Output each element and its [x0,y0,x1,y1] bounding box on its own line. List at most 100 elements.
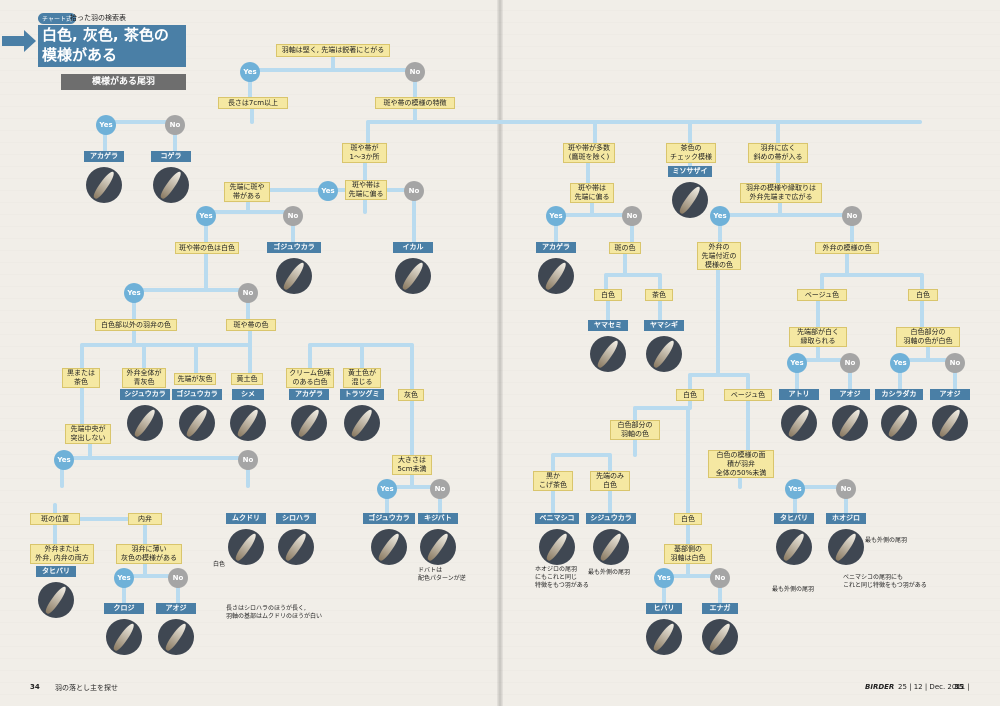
feather-icon [158,169,184,201]
bird-name-label: ゴジュウカラ [267,242,321,253]
feather-icon [651,621,677,653]
feather-photo [420,529,456,565]
bird-name-label: アカゲラ [536,242,576,253]
question-node: ベージュ色 [724,389,772,401]
feather-photo [832,405,868,441]
feather-photo [228,529,264,565]
no-marker: No [238,450,258,470]
feather-photo [590,336,626,372]
question-node: 斑や帯は 先端に偏る [570,183,614,203]
no-marker: No [165,115,185,135]
page-title: 白色, 灰色, 茶色の 模様がある [38,25,186,67]
feather-icon [233,531,259,563]
bird-name-label: ヤマシギ [644,320,684,331]
question-node: 白色部分の 羽軸の色が白色 [896,327,960,347]
feather-photo [932,405,968,441]
question-node: 先端部が白く 縁取られる [789,327,847,347]
feather-icon [281,260,307,292]
feather-icon [937,407,963,439]
header-arrow-icon [2,30,36,52]
question-node: 斑や帯は 先端に偏る [345,180,387,200]
annotation-text: 白色 [213,561,226,568]
yes-marker: Yes [114,568,134,588]
question-node: 白色部以外の羽弁の色 [95,319,177,331]
question-node: 先端中央が 突出しない [65,424,111,444]
bird-name-label: アカゲラ [84,151,124,162]
bird-name-label: シメ [232,389,264,400]
feather-icon [886,407,912,439]
no-marker: No [405,62,425,82]
annotation-text: ホオジロの尾羽 にもこれと同じ 特徴をもつ羽がある [535,566,589,589]
bird-name-label: タヒバリ [774,513,814,524]
annotation-text: ベニマシコの尾羽にも これと同じ特徴をもつ羽がある [843,574,927,589]
feather-icon [837,407,863,439]
no-marker: No [842,206,862,226]
section-title: 模様がある尾羽 [61,74,186,90]
question-node: 外弁または 外弁, 内弁の両方 [30,544,94,564]
footer-magazine: BIRDER [865,683,895,691]
yes-marker: Yes [785,479,805,499]
bird-name-label: アオジ [830,389,870,400]
bird-name-label: タヒバリ [36,566,76,577]
feather-photo [539,529,575,565]
question-node: 黒か こげ茶色 [533,471,573,491]
feather-photo [86,167,122,203]
yes-marker: Yes [124,283,144,303]
bird-name-label: トラツグミ [340,389,384,400]
feather-photo [781,405,817,441]
feather-photo [179,405,215,441]
question-node: 大きさは 5cm未満 [392,455,432,475]
yes-marker: Yes [710,206,730,226]
feather-photo [828,529,864,565]
question-node: 内弁 [128,513,162,525]
no-marker: No [430,479,450,499]
no-marker: No [945,353,965,373]
feather-icon [163,621,189,653]
question-node: 羽弁に薄い 灰色の模様がある [116,544,182,564]
question-node: 黄土色 [231,373,263,385]
feather-photo [38,582,74,618]
no-marker: No [404,181,424,201]
no-marker: No [283,206,303,226]
feather-photo [230,405,266,441]
bird-name-label: ムクドリ [226,513,266,524]
feather-icon [786,407,812,439]
bird-name-label: コゲラ [151,151,191,162]
bird-name-label: シロハラ [276,513,316,524]
page-number-left: 34 [30,683,40,691]
page-gutter [497,0,503,706]
feather-icon [283,531,309,563]
question-node: 白色 [674,513,702,525]
feather-icon [349,407,375,439]
question-node: 先端に斑や 帯がある [224,182,270,202]
question-node: 斑や帯の色 [226,319,276,331]
feather-photo [593,529,629,565]
feather-icon [781,531,807,563]
question-node: 白色部分の 羽軸の色 [610,420,660,440]
question-node: 斑の色 [609,242,641,254]
question-node: 斑や帯が多数 (鷹斑を除く) [563,143,615,163]
feather-icon [132,407,158,439]
question-node: 羽弁の模様や縁取りは 外弁先端まで広がる [740,183,822,203]
feather-icon [296,407,322,439]
feather-photo [276,258,312,294]
question-node: 灰色 [398,389,424,401]
feather-icon [543,260,569,292]
annotation-text: 長さはシロハラのほうが長く, 羽軸の基部はムクドリのほうが白い [226,605,323,620]
feather-icon [235,407,261,439]
bird-name-label: ゴジュウカラ [363,513,415,524]
no-marker: No [622,206,642,226]
question-node: 斑や帯の模様の特徴 [375,97,455,109]
question-node: 先端が灰色 [174,373,216,385]
question-node: 黒または 茶色 [62,368,100,388]
feather-icon [400,260,426,292]
question-node: 白色の模様の面 積が羽弁 全体の50%未満 [708,450,774,478]
feather-photo [371,529,407,565]
yes-marker: Yes [546,206,566,226]
question-node: 茶色の チェック模様 [666,143,716,163]
yes-marker: Yes [318,181,338,201]
feather-icon [425,531,451,563]
yes-marker: Yes [654,568,674,588]
bird-name-label: イカル [393,242,433,253]
annotation-text: 最も外側の尾羽 [865,537,908,544]
